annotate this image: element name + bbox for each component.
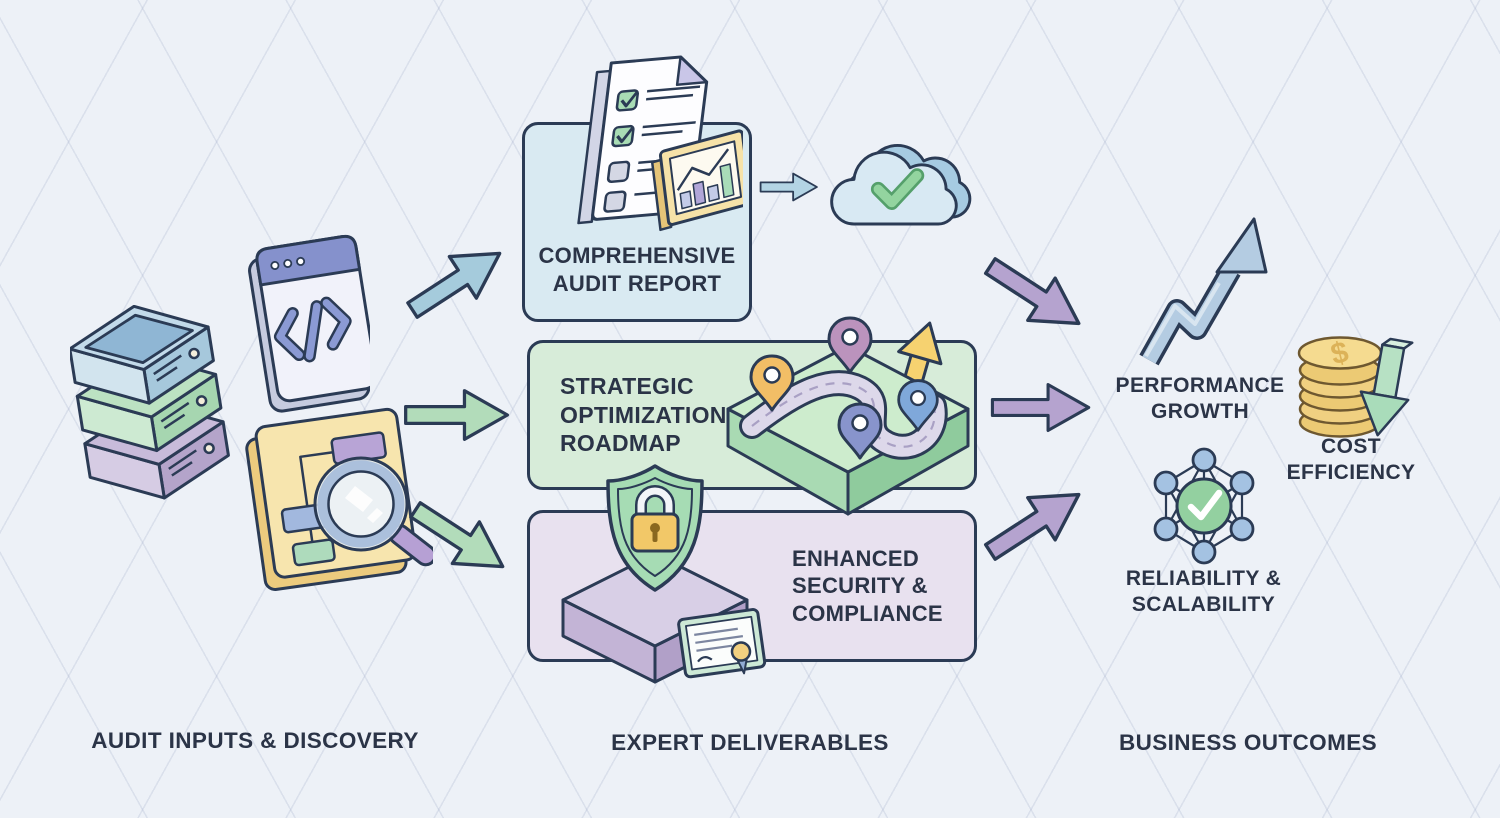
flow-arrow-report-to-cloud xyxy=(759,172,819,202)
card-roadmap-label: STRATEGIC OPTIMIZATION ROADMAP xyxy=(560,373,727,457)
code-window-icon xyxy=(248,234,370,413)
cloud-check-icon xyxy=(830,143,972,226)
flow-arrow-inputs-to-roadmap xyxy=(404,389,510,441)
growth-zigzag-arrow-icon xyxy=(1139,217,1268,366)
stage-inputs-label: AUDIT INPUTS & DISCOVERY xyxy=(91,728,419,753)
audit-report-checklist-chart-icon xyxy=(577,55,743,232)
flow-arrow-inputs-to-report xyxy=(397,231,515,333)
coins-down-arrow-icon: $ xyxy=(1297,335,1414,438)
outcome-performance-growth-label: PERFORMANCE GROWTH xyxy=(1115,374,1285,423)
network-check-icon xyxy=(1153,447,1255,565)
flowchart-magnifier-icon xyxy=(245,407,433,591)
flow-arrow-security-to-outcomes xyxy=(975,471,1095,575)
roadmap-pins-arrow-icon xyxy=(726,316,970,516)
stage-deliverables-label: EXPERT DELIVERABLES xyxy=(611,730,889,755)
card-security-label: ENHANCED SECURITY & COMPLIANCE xyxy=(792,546,943,626)
outcome-cost-efficiency-label: COST EFFICIENCY xyxy=(1286,435,1416,484)
shield-lock-certificate-icon xyxy=(561,464,767,684)
outcome-reliability-scalability-label: RELIABILITY & SCALABILITY xyxy=(1125,567,1282,616)
stage-outcomes-label: BUSINESS OUTCOMES xyxy=(1118,730,1378,755)
flow-arrow-roadmap-to-outcomes xyxy=(990,382,1091,433)
server-stack-icon xyxy=(70,305,230,500)
card-audit-report-label: COMPREHENSIVE AUDIT REPORT xyxy=(538,243,736,296)
flow-arrow-cloud-to-outcomes xyxy=(975,243,1095,347)
